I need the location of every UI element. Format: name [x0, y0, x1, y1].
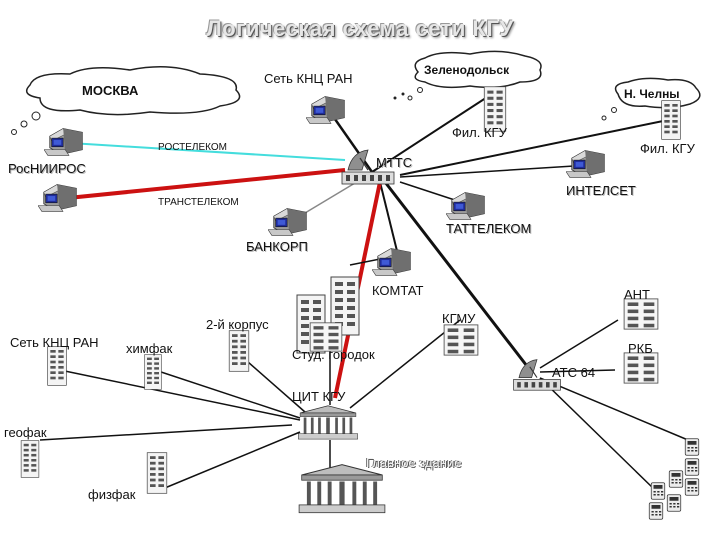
cloud-zelenodolsk: [407, 50, 542, 101]
label-glavnoe-zdanie: Главное здание: [366, 455, 462, 470]
cit-building-icon: [297, 405, 359, 440]
link-phones: [539, 377, 656, 491]
link-ant: [539, 319, 619, 369]
link-rostelecom: [69, 142, 346, 161]
link-fil-kgu-2: [399, 164, 591, 178]
label-cit-kgu: ЦИТ КГУ: [292, 389, 346, 404]
label-geofak: геофак: [4, 425, 47, 440]
link-phones-2: [539, 377, 689, 441]
link-fil-kgu-1: [399, 119, 669, 176]
phone-icon: [684, 438, 700, 456]
link-tattelecom: [379, 181, 399, 256]
dots-decor: [393, 92, 405, 100]
cloud-n-chelny: [601, 77, 701, 121]
label-himfak: химфак: [126, 341, 173, 356]
computer-icon: [306, 96, 345, 124]
label-knc-ran-top: Сеть КНЦ РАН: [264, 71, 353, 86]
phone-icon: [666, 494, 682, 512]
link-transtelecom: [67, 168, 346, 200]
building-icon: [661, 100, 681, 140]
label-transtelecom: ТРАНСТЕЛЕКОМ: [158, 197, 239, 208]
link-rkb: [539, 369, 616, 373]
label-mtts: МТТС: [376, 155, 413, 170]
label-rkb: РКБ: [628, 341, 653, 356]
building-icon: [144, 354, 162, 390]
label-fizfak: физфак: [88, 487, 136, 502]
cloud-moskva: [11, 66, 241, 135]
label-n-chelny: Н. Челны: [624, 87, 680, 101]
label-fil-kgu-2: Фил. КГУ: [640, 141, 695, 156]
label-intelset: ИНТЕЛСЕТ: [566, 183, 636, 198]
label-fil-kgu-1: Фил. КГУ: [452, 125, 507, 140]
diagram-title: Логическая схема сети КГУ: [206, 16, 514, 41]
label-ant: АНТ: [624, 287, 650, 302]
label-korpus2: 2-й корпус: [206, 317, 269, 332]
office-building-icon: [443, 324, 479, 356]
computer-icon: [446, 192, 485, 220]
link-kgmu: [349, 319, 461, 409]
link-knc-left: [59, 369, 301, 421]
office-building-icon: [623, 298, 659, 330]
phone-icon: [650, 482, 666, 500]
label-rostelecom: РОСТЕЛЕКОМ: [158, 142, 227, 153]
phone-icon: [668, 470, 684, 488]
link-fizfak: [159, 431, 301, 491]
phone-icon: [648, 502, 664, 520]
label-ats64: АТС 64: [552, 365, 596, 380]
label-moskva: МОСКВА: [82, 83, 139, 98]
computer-icon: [566, 150, 605, 178]
computer-icon: [372, 248, 411, 276]
building-icon: [20, 440, 40, 478]
label-rosniiros: РосНИИРОС: [8, 161, 86, 176]
label-zelenodolsk: Зеленодольск: [424, 63, 510, 77]
link-ats: [383, 181, 532, 371]
main-building-icon: [297, 463, 387, 514]
link-knc-ran: [328, 111, 374, 173]
computer-icon: [268, 208, 307, 236]
label-knc-ran-left: Сеть КНЦ РАН: [10, 335, 99, 350]
phone-icon: [684, 478, 700, 496]
office-building-icon: [623, 352, 659, 384]
label-stud-gorodok: Студ. городок: [292, 347, 375, 362]
label-bankorp: БАНКОРП: [246, 239, 308, 254]
label-komtat: КОМТАТ: [372, 283, 424, 298]
computer-icon: [38, 184, 77, 212]
link-himfak: [154, 369, 301, 419]
label-kgmu: КГМУ: [442, 311, 476, 326]
label-tattelecom: ТАТТЕЛЕКОМ: [446, 221, 532, 236]
computer-icon: [44, 128, 83, 156]
link-zelenodolsk: [371, 91, 496, 173]
building-icon: [228, 330, 250, 372]
phone-icon: [684, 458, 700, 476]
link-korpus2: [239, 354, 306, 413]
building-icon: [146, 452, 168, 494]
building-icon: [47, 346, 67, 386]
link-geofak: [39, 424, 293, 441]
